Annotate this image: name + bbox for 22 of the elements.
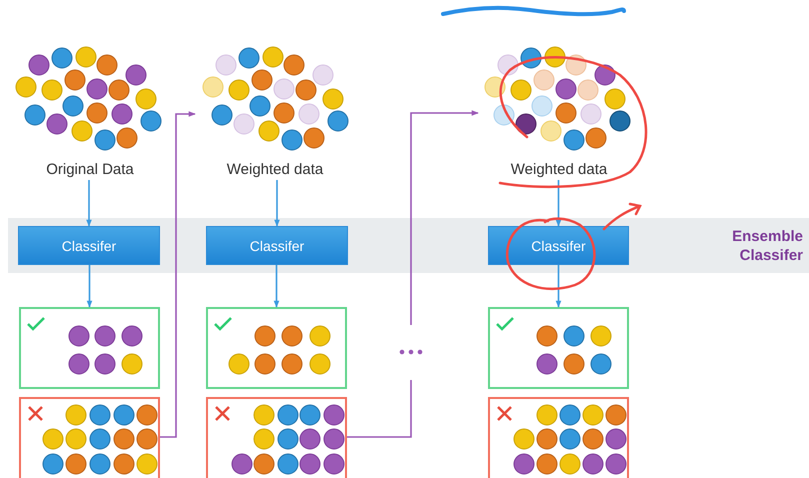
- arrow: [410, 110, 479, 325]
- arrow: [86, 265, 92, 308]
- incorrect-box: [19, 397, 160, 478]
- arrow: [556, 180, 562, 227]
- classifier-box: Classifer: [488, 226, 629, 265]
- classifier-box: Classifer: [206, 226, 348, 265]
- cluster-label: Weighted data: [510, 161, 608, 178]
- band-label: Ensemble Classifer: [731, 227, 803, 265]
- cluster-label: Original Data: [45, 161, 135, 178]
- arrow: [556, 265, 562, 308]
- correct-box: [206, 307, 347, 389]
- cluster-label: Weighted data: [226, 161, 324, 178]
- classifier-box: Classifer: [18, 226, 160, 265]
- arrow: [274, 265, 280, 308]
- arrow: [86, 180, 92, 227]
- incorrect-box: [206, 397, 347, 478]
- correct-box: [19, 307, 160, 389]
- correct-box: [488, 307, 629, 389]
- arrow: [274, 180, 280, 227]
- arrow: [160, 111, 196, 438]
- ensemble-band: [8, 218, 809, 273]
- incorrect-box: [488, 397, 629, 478]
